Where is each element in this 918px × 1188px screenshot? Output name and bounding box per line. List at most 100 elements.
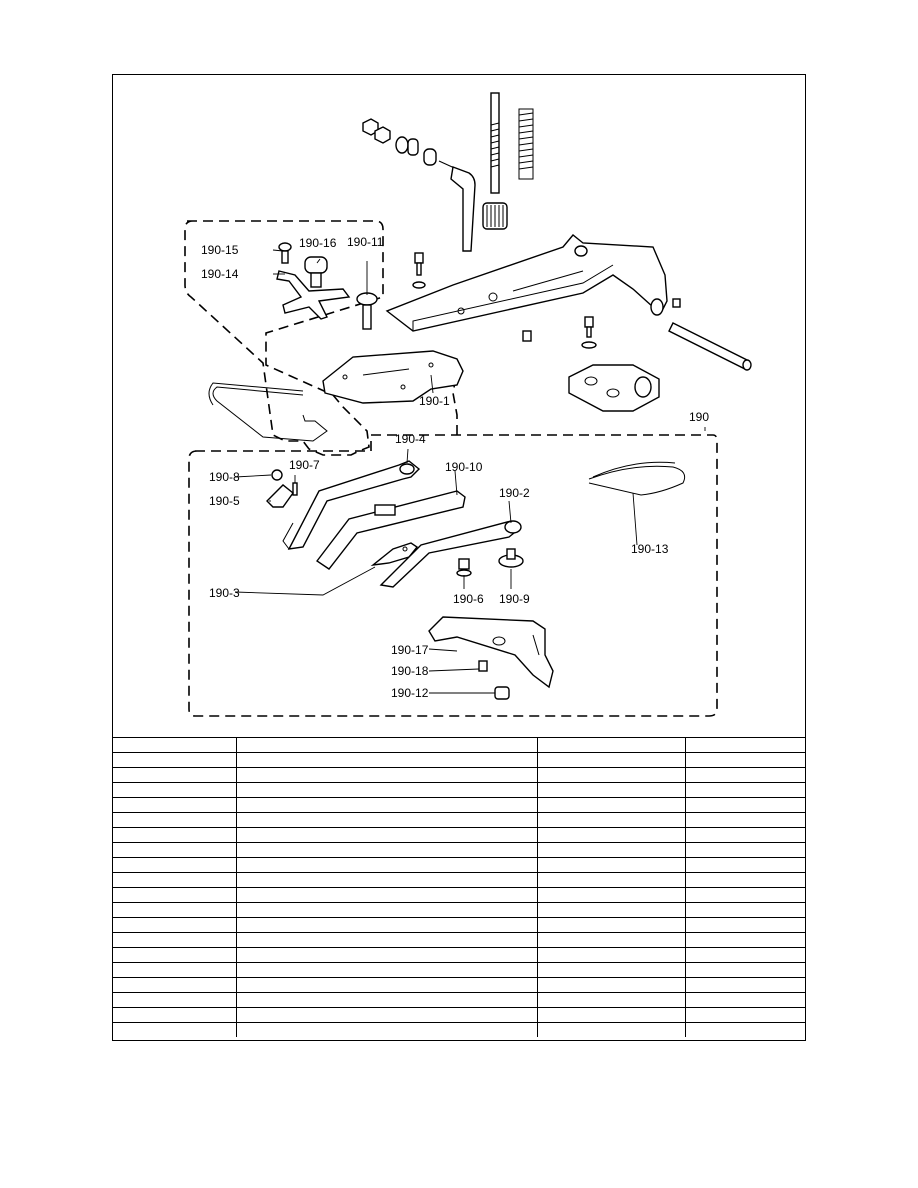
table-cell bbox=[537, 1007, 686, 1023]
table-row bbox=[113, 917, 805, 933]
table-row bbox=[113, 947, 805, 963]
parts-sheet: 190-15 190-14 190-16 190-11 190-1 190 19… bbox=[112, 74, 806, 1041]
table-cell bbox=[113, 752, 237, 768]
callout-190-8: 190-8 bbox=[209, 470, 240, 484]
callout-190-9: 190-9 bbox=[499, 592, 530, 606]
table-cell bbox=[537, 947, 686, 963]
table-row bbox=[113, 797, 805, 813]
table-cell bbox=[685, 737, 805, 753]
table-cell bbox=[537, 797, 686, 813]
guide-rod bbox=[668, 322, 752, 371]
table-cell bbox=[537, 917, 686, 933]
wire-spring-upper bbox=[208, 382, 328, 442]
table-cell bbox=[685, 962, 805, 978]
table-cell bbox=[537, 1022, 686, 1037]
shoulder-screw-190-11 bbox=[356, 292, 378, 330]
callout-190-13: 190-13 bbox=[631, 542, 669, 556]
table-cell bbox=[236, 887, 538, 903]
small-parts-190-5-7-8 bbox=[266, 469, 298, 508]
upper-group-boundary bbox=[184, 220, 384, 456]
callout-190-7: 190-7 bbox=[289, 458, 320, 472]
table-cell bbox=[537, 827, 686, 843]
table-cell bbox=[685, 872, 805, 888]
table-cell bbox=[236, 812, 538, 828]
table-row bbox=[113, 1007, 805, 1023]
table-cell bbox=[236, 992, 538, 1008]
callout-190-5: 190-5 bbox=[209, 494, 240, 508]
callout-190-18: 190-18 bbox=[391, 664, 429, 678]
guide-plate-190-17 bbox=[428, 616, 554, 689]
table-row bbox=[113, 767, 805, 783]
callout-190-16: 190-16 bbox=[299, 236, 337, 250]
table-row bbox=[113, 902, 805, 918]
table-cell bbox=[537, 767, 686, 783]
screw-190-18 bbox=[478, 660, 488, 672]
table-cell bbox=[236, 872, 538, 888]
table-cell bbox=[537, 752, 686, 768]
table-row bbox=[113, 992, 805, 1008]
table-cell bbox=[537, 902, 686, 918]
lower-group-boundary bbox=[188, 434, 718, 717]
table-cell bbox=[113, 872, 237, 888]
table-row bbox=[113, 1022, 805, 1037]
table-cell bbox=[113, 737, 237, 753]
table-cell bbox=[113, 932, 237, 948]
table-cell bbox=[236, 1022, 538, 1037]
table-cell bbox=[113, 812, 237, 828]
nut-washer-stack bbox=[362, 118, 476, 252]
table-cell bbox=[236, 782, 538, 798]
table-row bbox=[113, 827, 805, 843]
table-cell bbox=[685, 1022, 805, 1037]
table-cell bbox=[113, 887, 237, 903]
table-cell bbox=[113, 992, 237, 1008]
table-cell bbox=[236, 1007, 538, 1023]
table-cell bbox=[236, 767, 538, 783]
thumb-screw-190-15 bbox=[278, 242, 292, 264]
table-cell bbox=[113, 917, 237, 933]
callout-190-14: 190-14 bbox=[201, 267, 239, 281]
table-cell bbox=[113, 902, 237, 918]
table-cell bbox=[685, 857, 805, 873]
table-cell bbox=[113, 797, 237, 813]
table-cell bbox=[236, 752, 538, 768]
table-cell bbox=[685, 782, 805, 798]
callout-190-15: 190-15 bbox=[201, 243, 239, 257]
table-row bbox=[113, 887, 805, 903]
table-cell bbox=[236, 902, 538, 918]
table-cell bbox=[236, 917, 538, 933]
table-row bbox=[113, 977, 805, 993]
table-cell bbox=[236, 857, 538, 873]
table-cell bbox=[685, 887, 805, 903]
callout-190-1: 190-1 bbox=[419, 394, 450, 408]
presser-plate-190-1 bbox=[322, 350, 464, 404]
table-cell bbox=[113, 857, 237, 873]
table-cell bbox=[685, 977, 805, 993]
presser-arm-body bbox=[385, 234, 668, 332]
table-cell bbox=[537, 872, 686, 888]
screw-190-6 bbox=[456, 558, 472, 577]
table-cell bbox=[236, 797, 538, 813]
table-cell bbox=[236, 842, 538, 858]
table-cell bbox=[113, 962, 237, 978]
table-cell bbox=[113, 947, 237, 963]
table-row bbox=[113, 737, 805, 753]
table-cell bbox=[236, 947, 538, 963]
table-cell bbox=[537, 782, 686, 798]
table-cell bbox=[113, 827, 237, 843]
table-cell bbox=[537, 812, 686, 828]
pivot-bracket bbox=[568, 364, 660, 412]
table-cell bbox=[685, 827, 805, 843]
knurled-screw-190-16 bbox=[304, 256, 328, 288]
exploded-view-diagram: 190-15 190-14 190-16 190-11 190-1 190 19… bbox=[113, 75, 807, 737]
table-row bbox=[113, 857, 805, 873]
callout-190: 190 bbox=[689, 410, 709, 424]
callout-190-3: 190-3 bbox=[209, 586, 240, 600]
table-cell bbox=[236, 827, 538, 843]
table-cell bbox=[113, 977, 237, 993]
table-cell bbox=[537, 992, 686, 1008]
table-row bbox=[113, 752, 805, 768]
callout-190-4: 190-4 bbox=[395, 432, 426, 446]
table-cell bbox=[537, 737, 686, 753]
table-cell bbox=[113, 1022, 237, 1037]
compression-spring bbox=[518, 108, 534, 180]
